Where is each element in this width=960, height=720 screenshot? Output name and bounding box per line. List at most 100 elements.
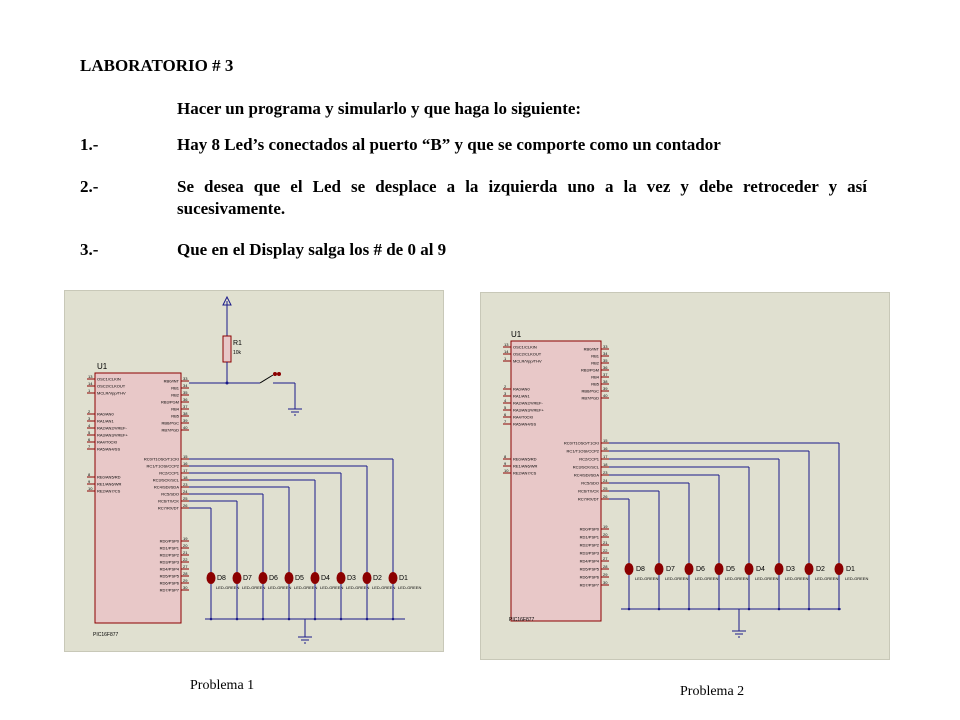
led-type-label: LED-GREEN	[635, 576, 658, 581]
pin-number: 37	[183, 404, 188, 409]
pin-label: RD2/PSP2	[580, 543, 600, 548]
pin-number: 1	[88, 388, 91, 393]
pin-number: 25	[603, 486, 608, 491]
pin-number: 4	[88, 423, 91, 428]
led-type-label: LED-GREEN	[268, 585, 291, 590]
pin-number: 20	[183, 543, 188, 548]
pin-number: 24	[183, 489, 188, 494]
intro-line: Hacer un programa y simularlo y que haga…	[177, 98, 581, 120]
pin-label: RD5/PSP5	[160, 574, 180, 579]
pin-label: RA3/AN3/VREF+	[97, 433, 128, 438]
pin-label: OSC2/CLKOUT	[97, 384, 126, 389]
resistor-label: R1	[233, 340, 242, 347]
pin-label: RA5/AN4/SS	[513, 422, 536, 427]
pin-number: 39	[183, 418, 188, 423]
pin-label: RC3/SCK/SCL	[573, 465, 600, 470]
pin-label: RD6/PSP6	[580, 575, 600, 580]
pin-label: RD4/PSP4	[580, 559, 600, 564]
pin-label: RE1/AN6/WR	[97, 482, 122, 487]
led-icon	[624, 563, 634, 575]
pin-label: RA0/AN0	[513, 387, 530, 392]
pin-label: RC3/SCK/SCL	[153, 478, 180, 483]
pin-number: 35	[603, 358, 608, 363]
pin-number: 5	[504, 405, 507, 410]
led-label: D8	[217, 575, 226, 582]
item-text: Que en el Display salga los # de 0 al 9	[177, 240, 447, 259]
pin-label: RD7/PSP7	[160, 588, 180, 593]
pin-number: 34	[603, 351, 608, 356]
pin-number: 7	[88, 444, 91, 449]
pin-label: RB5	[591, 382, 600, 387]
pin-label: RD3/PSP3	[160, 560, 180, 565]
pin-number: 24	[603, 478, 608, 483]
pin-label: RD7/PSP7	[580, 583, 600, 588]
pin-number: 23	[603, 470, 608, 475]
led-icon	[774, 563, 784, 575]
resistor-r1	[222, 335, 232, 363]
pin-label: RB7/PGD	[161, 428, 179, 433]
pin-label: RB1	[591, 354, 600, 359]
led-label: D6	[696, 566, 705, 573]
pin-label: RC4/SDI/SDA	[154, 485, 179, 490]
pin-number: 40	[183, 425, 188, 430]
chip-u1-label: U1	[97, 362, 108, 371]
pin-label: RB0/INT	[584, 347, 600, 352]
pin-number: 30	[603, 580, 608, 585]
led-label: D6	[269, 575, 278, 582]
pin-number: 22	[183, 557, 188, 562]
led-label: D3	[786, 566, 795, 573]
pin-number: 14	[504, 349, 509, 354]
led-type-label: LED-GREEN	[845, 576, 868, 581]
pin-number: 35	[183, 390, 188, 395]
pin-label: RA4/T0CKI	[97, 440, 117, 445]
pin-number: 37	[603, 372, 608, 377]
led-label: D7	[666, 566, 675, 573]
pin-label: RC7/RX/DT	[578, 497, 600, 502]
led-icon	[206, 572, 216, 584]
led-type-label: LED-GREEN	[372, 585, 395, 590]
pin-label: RC0/T1OSO/T1CKI	[144, 457, 179, 462]
pin-number: 34	[183, 383, 188, 388]
pin-label: RA2/AN2/VREF-	[97, 426, 127, 431]
pin-number: 13	[88, 374, 93, 379]
led-icon	[362, 572, 372, 584]
pin-label: RA1/AN1	[513, 394, 530, 399]
ground-icon	[732, 630, 746, 638]
pin-label: RC6/TX/CK	[158, 499, 179, 504]
pin-label: RA3/AN3/VREF+	[513, 408, 544, 413]
pin-label: RE0/AN5/RD	[513, 457, 537, 462]
pin-number: 40	[603, 393, 608, 398]
led-type-label: LED-GREEN	[785, 576, 808, 581]
pin-label: OSC1/CLKIN	[97, 377, 121, 382]
pin-number: 21	[183, 550, 188, 555]
pin-label: RC1/T1OSI/CCP2	[147, 464, 180, 469]
vcc-arrow-icon	[222, 295, 232, 306]
led-label: D2	[816, 566, 825, 573]
pin-number: 38	[183, 411, 188, 416]
pin-label: RA1/AN1	[97, 419, 114, 424]
pin-label: RC5/SDO	[161, 492, 179, 497]
pin-label: OSC2/CLKOUT	[513, 352, 542, 357]
pin-label: RD1/PSP1	[160, 546, 180, 551]
pin-number: 9	[88, 479, 91, 484]
led-type-label: LED-GREEN	[242, 585, 265, 590]
pin-number: 38	[603, 379, 608, 384]
led-type-label: LED-GREEN	[695, 576, 718, 581]
pin-number: 18	[603, 462, 608, 467]
pin-number: 8	[88, 472, 91, 477]
pin-label: RB1	[171, 386, 180, 391]
led-icon	[336, 572, 346, 584]
intro-text: Hacer un programa y simularlo y que haga…	[177, 99, 582, 118]
pin-label: RB0/INT	[164, 379, 180, 384]
pin-label: RE2/AN7/CS	[97, 489, 121, 494]
pin-label: RD5/PSP5	[580, 567, 600, 572]
led-icon	[834, 563, 844, 575]
pin-number: 29	[183, 578, 188, 583]
pin-label: RB5	[171, 414, 180, 419]
led-type-label: LED-GREEN	[346, 585, 369, 590]
pin-number: 2	[88, 409, 91, 414]
pin-number: 23	[183, 482, 188, 487]
pin-number: 20	[603, 532, 608, 537]
pin-number: 7	[504, 419, 507, 424]
